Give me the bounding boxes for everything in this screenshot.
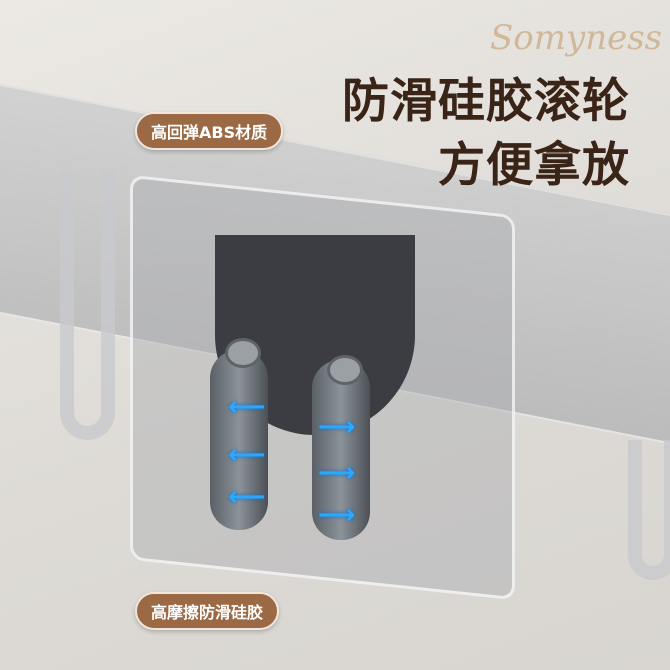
label-abs-material: 高回弹ABS材质 [135,112,284,150]
right-hook [628,440,670,580]
left-roller [210,350,268,530]
arrow-right-icon: ⟶ [318,458,356,488]
arrow-left-icon: ⟵ [228,392,266,422]
arrow-left-icon: ⟵ [228,440,266,470]
arrow-left-icon: ⟵ [228,482,266,512]
headline-line1: 防滑硅胶滚轮 [342,74,630,129]
headline-line2: 方便拿放 [438,138,630,193]
right-roller [312,360,370,540]
arrow-right-icon: ⟶ [318,500,356,530]
arrow-right-icon: ⟶ [318,412,356,442]
left-roller-cap [225,338,261,368]
right-roller-cap [327,355,363,385]
brand-watermark: Somyness [490,18,663,58]
label-silicone: 高摩擦防滑硅胶 [135,592,280,630]
left-hook [60,170,115,440]
